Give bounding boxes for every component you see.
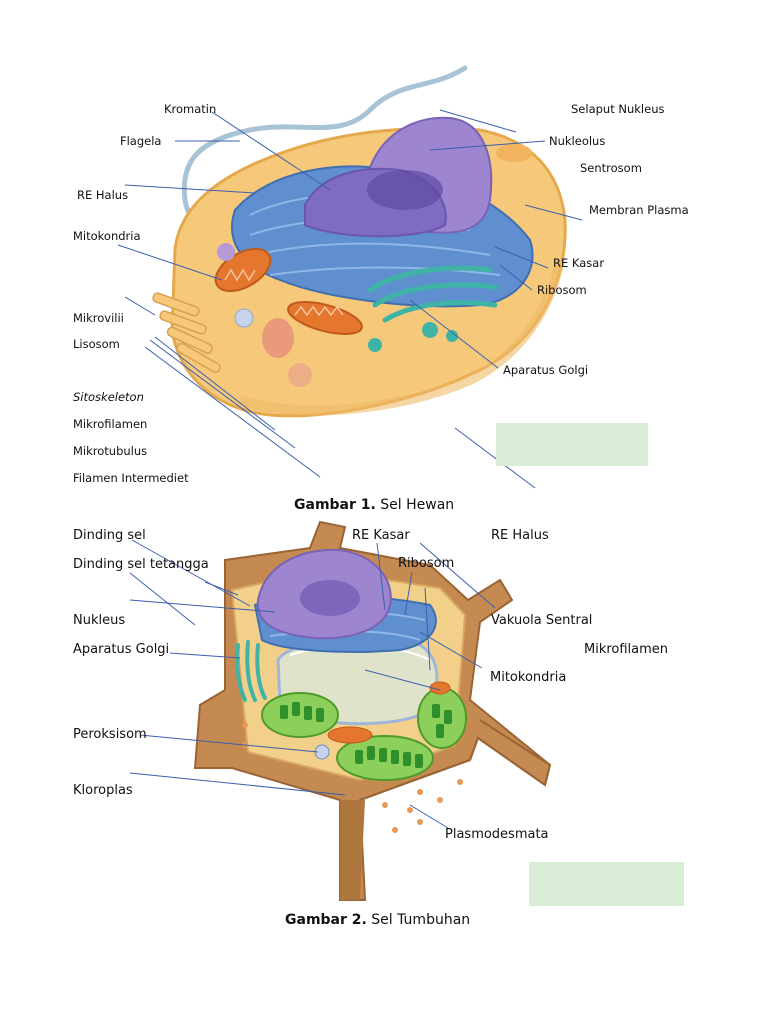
label-selaput-nukleus: Selaput Nukleus	[571, 102, 665, 116]
label-sentrosom: Sentrosom	[580, 161, 642, 175]
label-mikrofilamen: Mikrofilamen	[73, 417, 148, 431]
label-mikrovilii: Mikrovilii	[73, 311, 124, 325]
label-nukleolus: Nukleolus	[549, 134, 606, 148]
caption-figure-2: Gambar 2. Sel Tumbuhan	[285, 912, 470, 928]
label-aparatus-golgi-plant: Aparatus Golgi	[73, 642, 170, 657]
label-lisosom: Lisosom	[73, 337, 120, 351]
label-peroksisom: Peroksisom	[73, 727, 147, 742]
label-sitoskeleton: Sitoskeleton	[73, 390, 144, 404]
answer-box-1	[496, 423, 648, 466]
label-membran-plasma: Membran Plasma	[589, 203, 689, 217]
label-nukleus: Nukleus	[73, 613, 126, 628]
caption-figure-2-number: Gambar 2.	[285, 912, 367, 928]
label-ribosom: Ribosom	[537, 283, 587, 297]
label-mitokondria: Mitokondria	[73, 229, 141, 243]
label-filamen-intermediet: Filamen Intermediet	[73, 471, 189, 485]
label-mikrofilamen-plant: Mikrofilamen	[584, 642, 669, 657]
label-vakuola-sentral: Vakuola Sentral	[491, 613, 593, 628]
caption-figure-1-number: Gambar 1.	[294, 497, 376, 513]
label-re-halus-plant: RE Halus	[491, 528, 549, 543]
label-kromatin: Kromatin	[164, 102, 217, 116]
answer-box-2	[529, 862, 684, 906]
label-aparatus-golgi: Aparatus Golgi	[503, 363, 589, 377]
caption-figure-1-text: Sel Hewan	[375, 497, 455, 513]
label-dinding-sel: Dinding sel	[73, 528, 146, 543]
label-re-kasar-plant: RE Kasar	[352, 528, 410, 543]
label-dinding-sel-tetangga: Dinding sel tetangga	[73, 557, 209, 572]
animal-cell-illustration	[117, 65, 583, 489]
label-flagela: Flagela	[120, 134, 162, 148]
label-kloroplas: Kloroplas	[73, 783, 133, 798]
caption-figure-2-text: Sel Tumbuhan	[366, 912, 471, 928]
label-re-halus: RE Halus	[77, 188, 129, 202]
label-re-kasar: RE Kasar	[553, 256, 605, 270]
label-mikrotubulus: Mikrotubulus	[73, 444, 148, 458]
label-mitokondria-plant: Mitokondria	[490, 670, 567, 685]
caption-figure-1: Gambar 1. Sel Hewan	[294, 497, 454, 513]
label-plasmodesmata: Plasmodesmata	[445, 827, 549, 842]
label-ribosom-plant: Ribosom	[398, 556, 455, 571]
